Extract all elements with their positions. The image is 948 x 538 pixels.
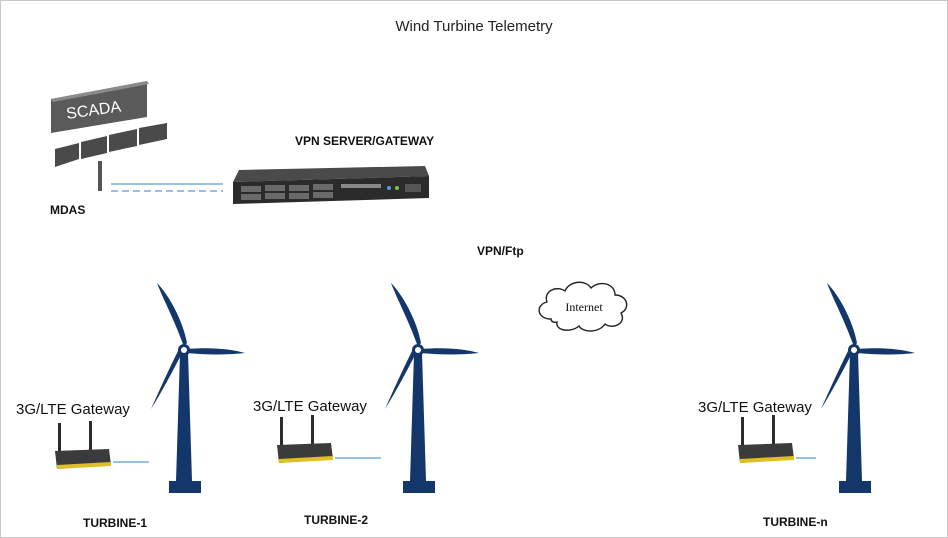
scada-icon: SCADA	[51, 81, 167, 191]
wind-turbine-2-icon	[385, 283, 479, 493]
diagram-title: Wind Turbine Telemetry	[395, 18, 553, 35]
internet-label: Internet	[565, 300, 603, 314]
turbine-2-label: TURBINE-2	[304, 513, 369, 527]
turbine-1-label: TURBINE-1	[83, 516, 148, 530]
gateway-label-n: 3G/LTE Gateway	[698, 399, 812, 416]
mdas-label: MDAS	[50, 203, 86, 217]
gateway-label-1: 3G/LTE Gateway	[16, 401, 130, 418]
router-icon-2	[277, 415, 381, 463]
vpn-server-icon	[233, 166, 429, 204]
router-icon-1	[55, 421, 149, 469]
wind-turbine-1-icon	[151, 283, 245, 493]
internet-cloud-icon: Internet	[538, 281, 628, 332]
router-icon-n	[738, 415, 816, 463]
vpn-server-label: VPN SERVER/GATEWAY	[295, 134, 435, 148]
turbine-n-label: TURBINE-n	[763, 515, 828, 529]
mdas-server-link	[111, 183, 223, 192]
vpn-ftp-label: VPN/Ftp	[477, 244, 524, 258]
wind-turbine-n-icon	[821, 283, 915, 493]
gateway-label-2: 3G/LTE Gateway	[253, 398, 367, 415]
